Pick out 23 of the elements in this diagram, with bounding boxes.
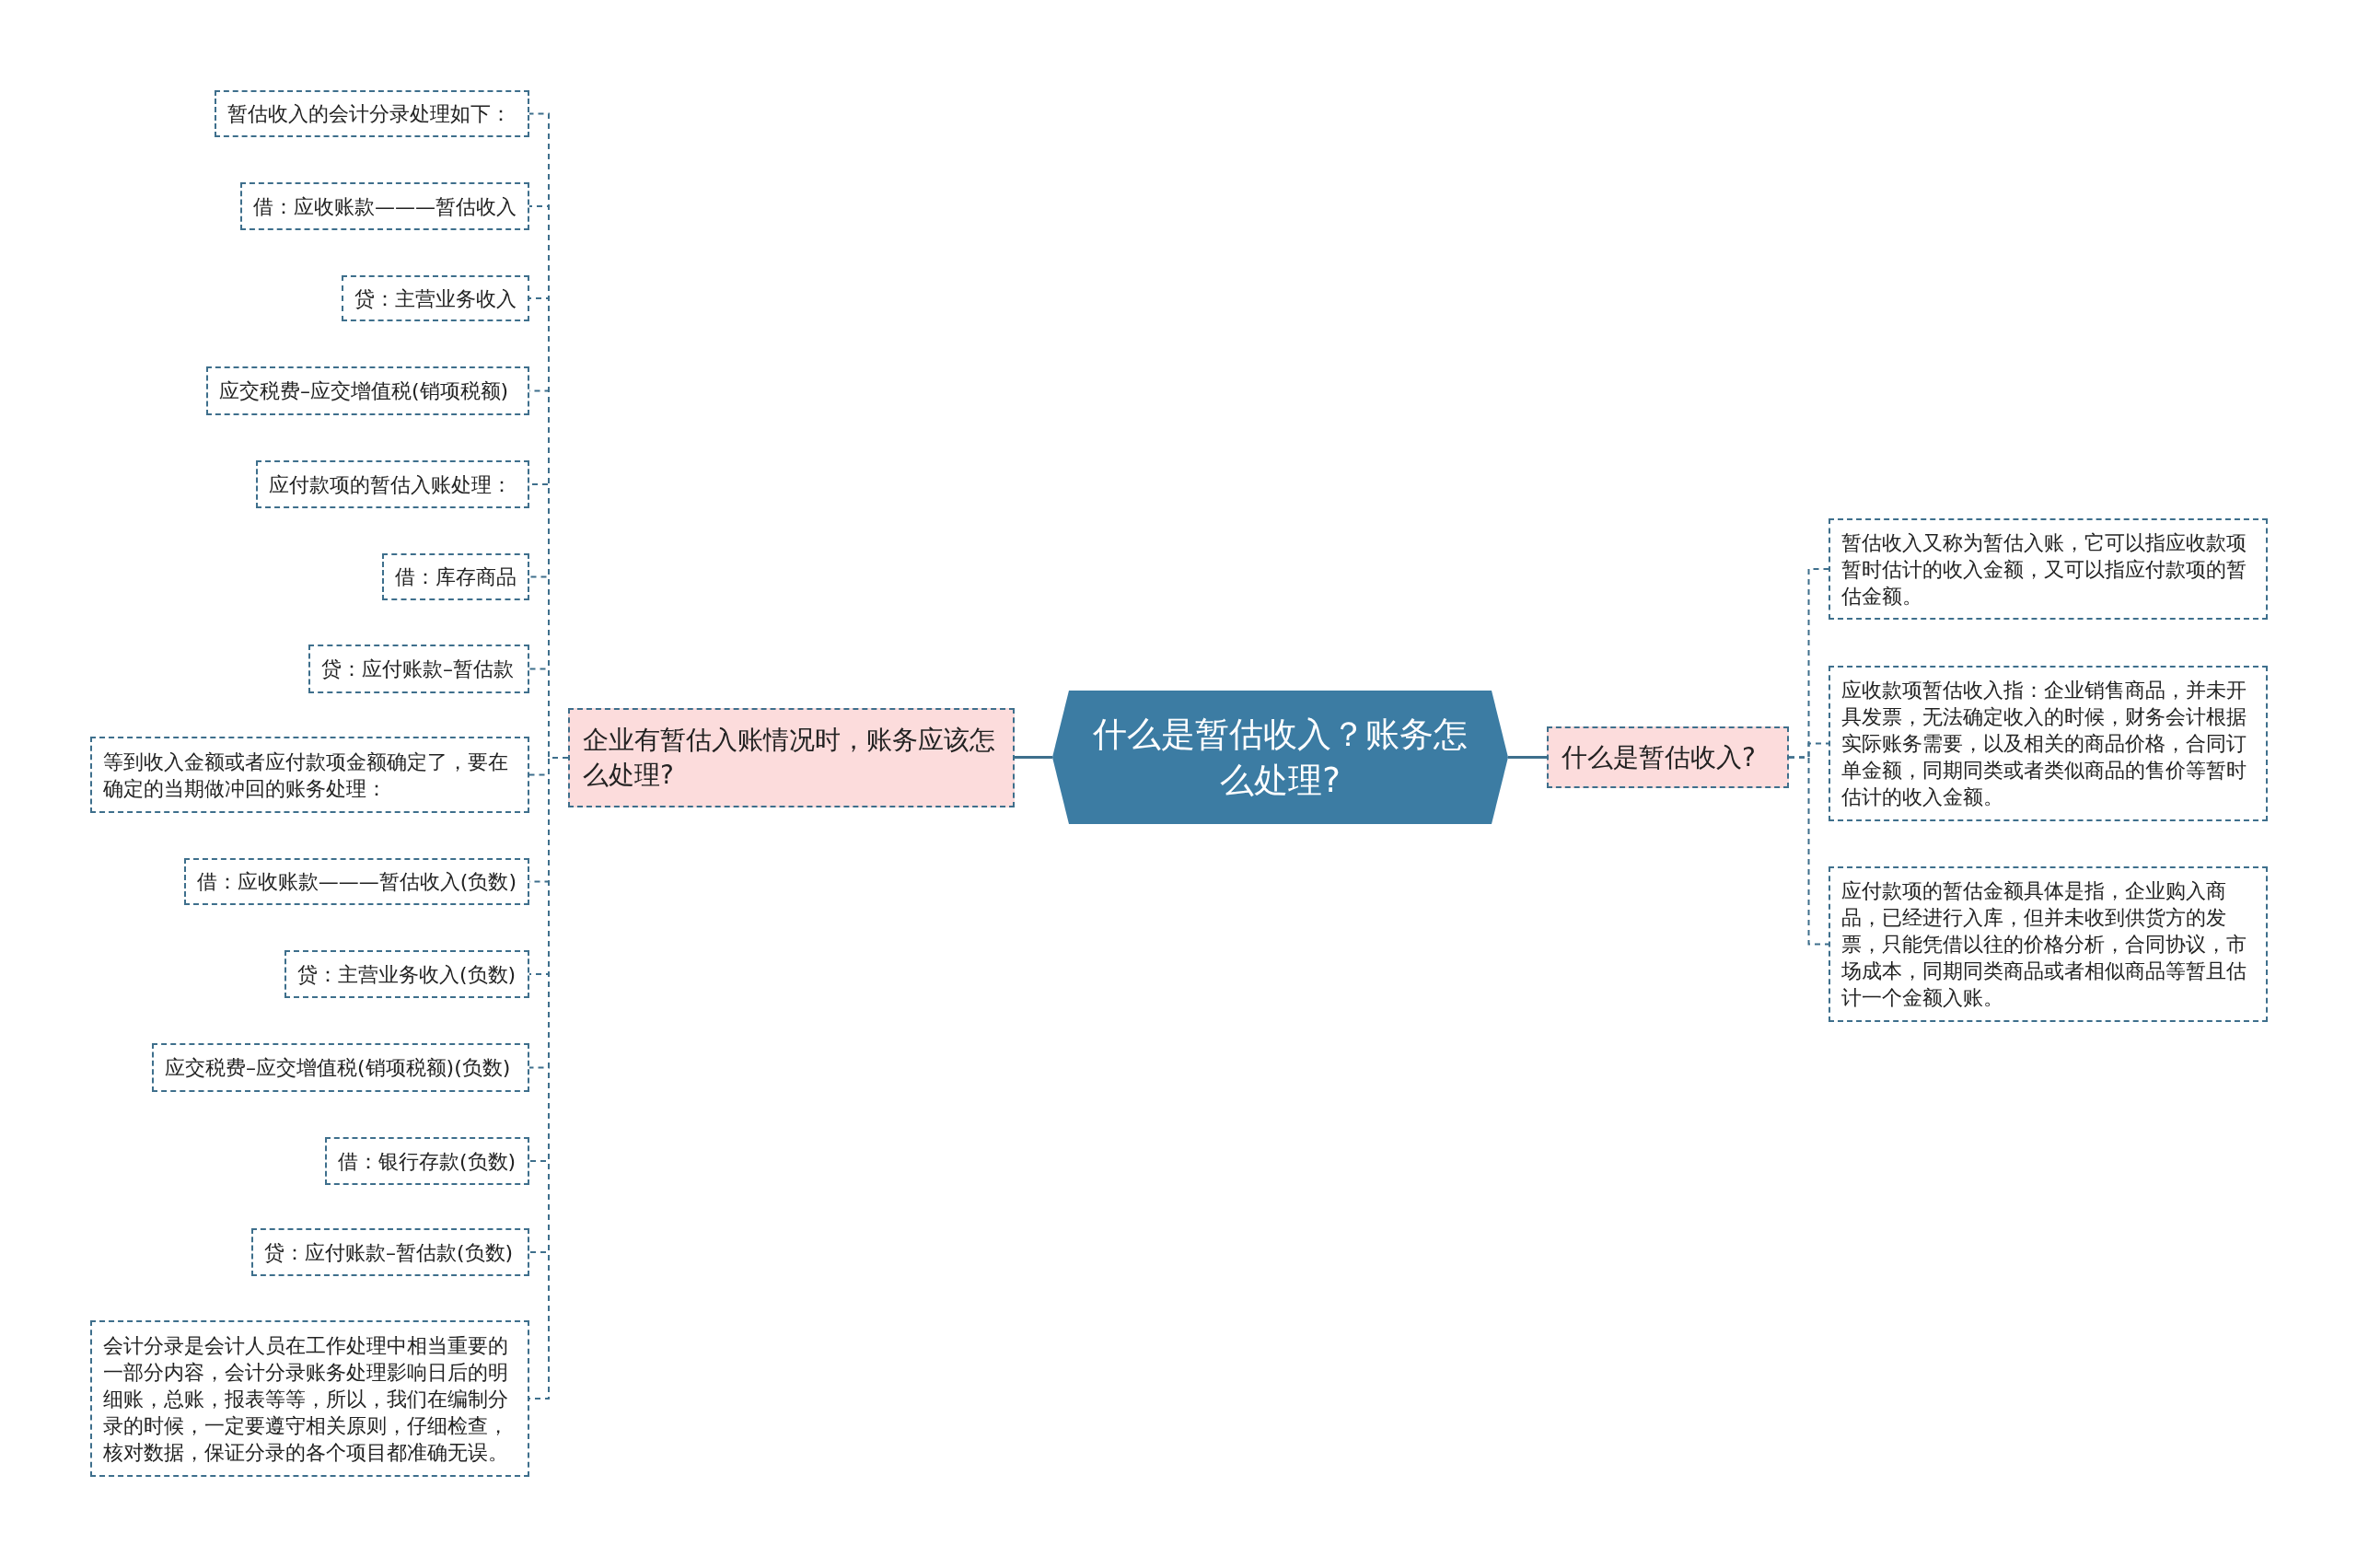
note-box: 借：银行存款(负数) [325, 1137, 529, 1185]
note-box: 会计分录是会计人员在工作处理中相当重要的一部分内容，会计分录账务处理影响日后的明细账，总账，报表等等，所以，我们在编制分录的时候，一定要遵守相关原则，仔细检查，核对数据，保证分录的各个项目都准确无误。 [90, 1320, 529, 1477]
note-box: 借：库存商品 [382, 553, 529, 600]
topic-hexagon: 什么是暂估收入？账务怎么处理? [1052, 691, 1508, 824]
note-box: 贷：应付账款–暂估款(负数) [251, 1228, 529, 1276]
subtopic-box: 什么是暂估收入? [1547, 726, 1789, 788]
note-box: 借：应收账款———暂估收入(负数) [183, 858, 529, 905]
note-box: 贷：主营业务收入(负数) [284, 950, 529, 998]
connector-line [1788, 756, 1829, 946]
note-box: 应付款项的暂估入账处理： [256, 460, 529, 508]
note-box: 暂估收入的会计分录处理如下： [215, 90, 529, 137]
note-box: 等到收入金额或者应付款项金额确定了，要在确定的当期做冲回的账务处理： [90, 737, 529, 813]
note-box: 暂估收入又称为暂估入账，它可以指应收款项暂时估计的收入金额，又可以指应付款项的暂估金额。 [1829, 518, 2268, 620]
subtopic-box: 企业有暂估入账情况时，账务应该怎么处理? [568, 708, 1015, 807]
note-box: 应交税费–应交增值税(销项税额) [206, 366, 529, 415]
note-box: 借：应收账款———暂估收入 [240, 182, 529, 230]
connector-line [1508, 756, 1547, 759]
note-box: 贷：应付账款–暂估款 [308, 645, 529, 693]
note-box: 应收款项暂估收入指：企业销售商品，并未开具发票，无法确定收入的时候，财务会计根据实际账务需要，以及相关的商品价格，合同订单金额，同期同类或者类似商品的售价等暂时估计的收入金额。 [1829, 666, 2268, 821]
note-box: 应交税费–应交增值税(销项税额)(负数) [152, 1043, 529, 1092]
note-box: 贷：主营业务收入 [342, 275, 529, 321]
connector-line [1015, 756, 1052, 759]
note-box: 应付款项的暂估金额具体是指，企业购入商品，已经进行入库，但并未收到供货方的发票，只能凭借以往的价格分析，合同协议，市场成本，同期同类商品或者相似商品等暂且估计一个金额入账。 [1829, 866, 2268, 1022]
